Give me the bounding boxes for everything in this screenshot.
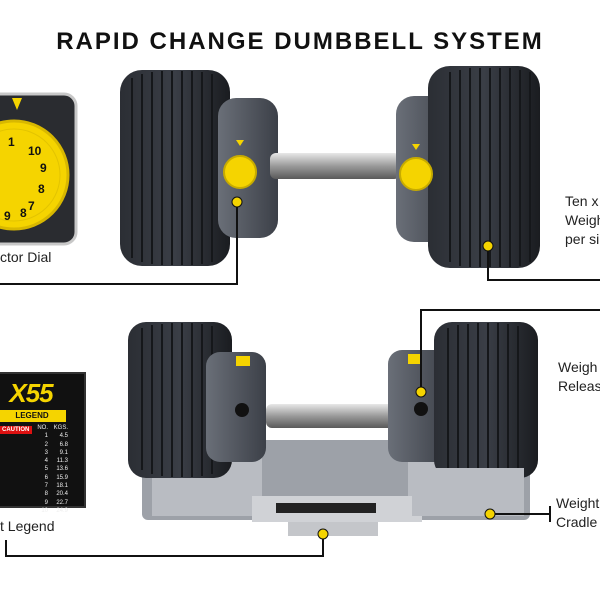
svg-text:10: 10	[28, 144, 42, 158]
ten-plates-label: Ten x Weigh per si	[565, 193, 600, 247]
weight-release-label: Weigh Releas	[558, 359, 600, 394]
legend-table-header: NO.KGS.	[37, 425, 68, 431]
right-selector-dial-icon[interactable]	[399, 157, 433, 191]
svg-text:7: 7	[28, 199, 35, 213]
right-plate-lines	[449, 68, 531, 267]
bottom-right-plates	[434, 322, 538, 478]
svg-text:8: 8	[20, 206, 27, 220]
right-dial-pointer-icon	[412, 144, 420, 150]
callout-markers	[231, 196, 496, 540]
dial-numbers: 10 9 8 7 1 8 9	[4, 135, 47, 223]
handle-bar	[270, 153, 400, 179]
left-selector-dial-icon[interactable]	[223, 155, 257, 189]
svg-text:8: 8	[38, 182, 45, 196]
left-release-button-icon[interactable]	[235, 403, 249, 417]
legend-logo: X55	[9, 378, 53, 408]
left-weight-plates	[120, 70, 230, 266]
svg-text:1: 1	[8, 135, 15, 149]
bottom-handle-bar	[266, 404, 398, 428]
legend-heading: LEGEND	[0, 410, 66, 422]
weight-legend-label: t Legend	[0, 518, 55, 534]
right-weight-plates	[428, 66, 540, 268]
dial-indicator-icon	[12, 98, 22, 110]
weight-release-tab[interactable]	[408, 354, 422, 364]
svg-text:9: 9	[4, 209, 11, 223]
svg-text:9: 9	[40, 161, 47, 175]
page-title: RAPID CHANGE DUMBBELL SYSTEM	[56, 28, 544, 55]
dial-closeup-inset: 10 9 8 7 1 8 9	[0, 92, 78, 246]
left-plate-lines	[131, 71, 213, 265]
top-dumbbell	[120, 66, 540, 268]
selector-dial-label: ctor Dial	[0, 249, 52, 265]
left-dial-pointer-icon	[236, 140, 244, 146]
weight-cradle-label: Weight Cradle	[556, 495, 600, 530]
caution-badge: CAUTION	[0, 426, 32, 434]
callout-lines	[0, 202, 600, 557]
bottom-dumbbell	[128, 322, 538, 536]
right-release-button-icon[interactable]	[414, 402, 428, 416]
